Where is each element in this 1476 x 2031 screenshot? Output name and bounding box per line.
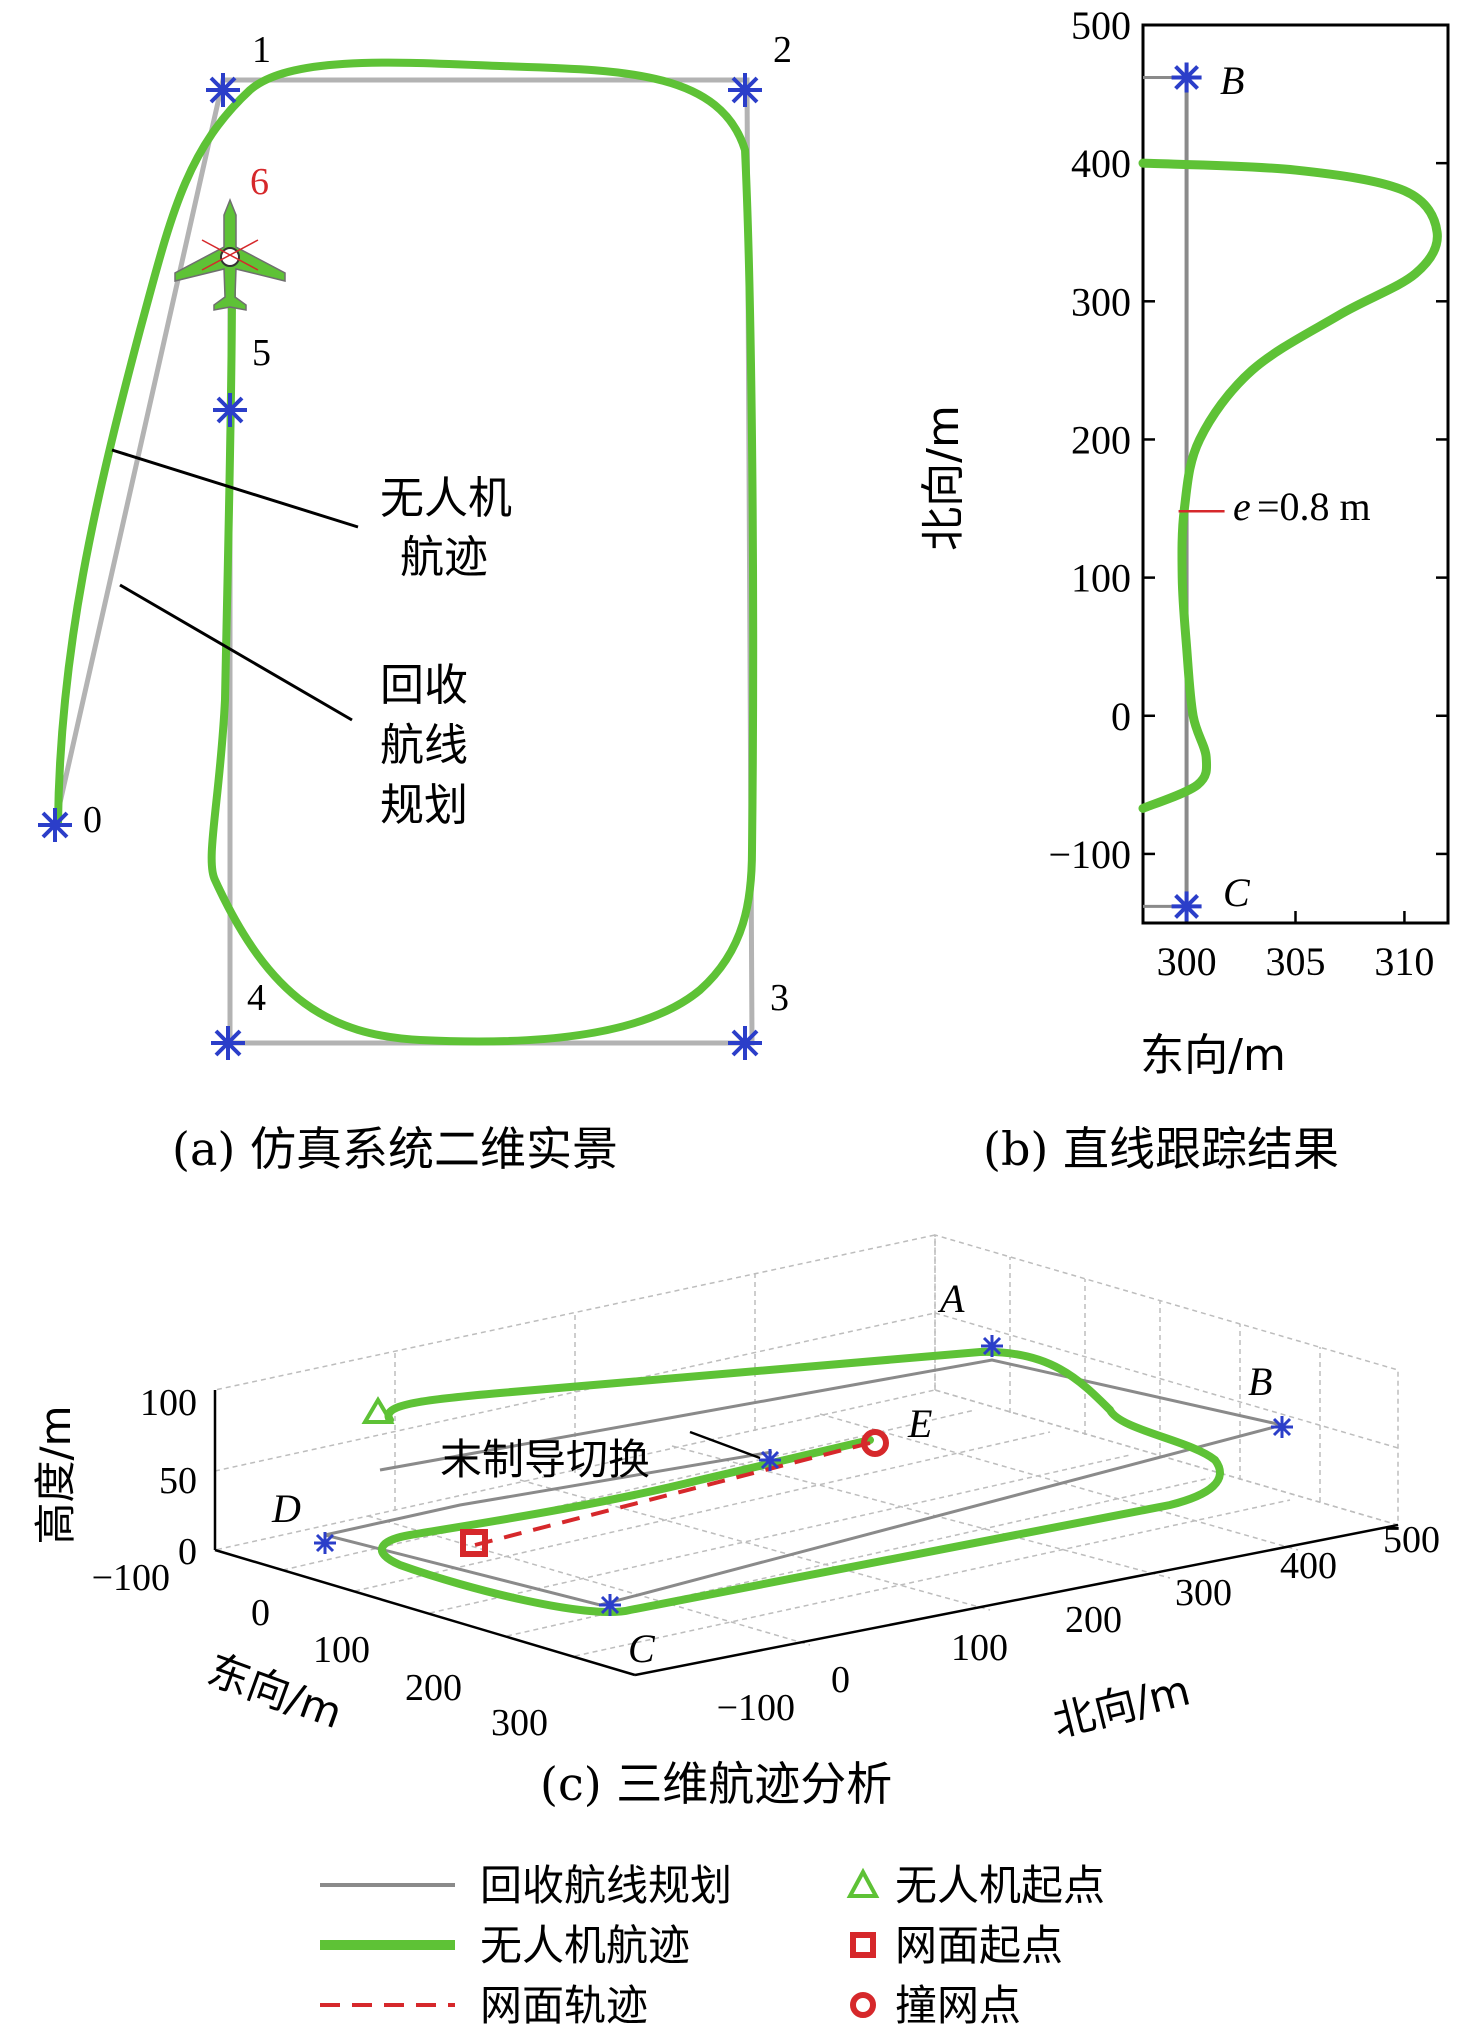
plan-annotation-leader bbox=[119, 583, 353, 722]
panel-b-axes: −100 0 100 200 300 400 500 300 305 310 bbox=[1048, 3, 1448, 984]
panel-b-ytick-label: 100 bbox=[1071, 556, 1131, 601]
error-label-value: =0.8 m bbox=[1257, 484, 1371, 529]
error-label-e: e bbox=[1233, 484, 1251, 529]
point-E-label: E bbox=[907, 1401, 932, 1446]
panel-b-ytick-label: 200 bbox=[1071, 417, 1131, 462]
point-C-label: C bbox=[1223, 870, 1251, 915]
panel-b-line-tracking: −100 0 100 200 300 400 500 300 305 310 e =0.8 m B… bbox=[918, 3, 1450, 1176]
waypoint-2-label: 2 bbox=[773, 29, 792, 71]
waypoint-6-label: 6 bbox=[250, 161, 269, 203]
uav-track-line bbox=[54, 58, 758, 1046]
waypoint-4-marker bbox=[209, 1024, 247, 1062]
z-tick-0: 0 bbox=[178, 1531, 197, 1573]
panel-b-xtick-label: 300 bbox=[1157, 939, 1217, 984]
legend-net-start-label: 网面起点 bbox=[895, 1921, 1063, 1970]
y-tick-m100: −100 bbox=[717, 1687, 795, 1729]
annotation-track-line1: 无人机 bbox=[380, 473, 512, 524]
uav-aircraft-icon bbox=[174, 197, 286, 311]
panel-b-track-line bbox=[1138, 158, 1442, 813]
annotation-track-line2: 航迹 bbox=[400, 532, 488, 583]
uav-start-marker bbox=[361, 1396, 395, 1424]
panel-c-3d-track: A B C D E 末制导切换 0 50 100 高度/m −100 0 100… bbox=[31, 1234, 1440, 1811]
point-C-label-3d: C bbox=[628, 1626, 656, 1671]
panel-c-caption: (c) 三维航迹分析 bbox=[540, 1757, 892, 1811]
legend-net-start-swatch bbox=[850, 1932, 876, 1958]
x-tick-200: 200 bbox=[405, 1667, 462, 1709]
point-B-label: B bbox=[1220, 58, 1244, 103]
waypoint-0-marker bbox=[36, 806, 74, 844]
panel-b-ytick-label: 0 bbox=[1111, 694, 1131, 739]
point-A-label: A bbox=[937, 1276, 965, 1321]
legend-hit-label: 撞网点 bbox=[895, 1981, 1021, 2030]
panel-b-xlabel: 东向/m bbox=[1140, 1030, 1286, 1081]
legend-hit-swatch bbox=[850, 1992, 876, 2018]
legend: 回收航线规划 无人机航迹 网面轨迹 无人机起点 网面起点 撞网点 bbox=[320, 1861, 1105, 2030]
switch-label: 末制导切换 bbox=[440, 1435, 650, 1484]
point-A-marker bbox=[979, 1333, 1005, 1359]
hit-point-marker bbox=[861, 1429, 889, 1457]
y-tick-300: 300 bbox=[1175, 1572, 1232, 1614]
panel-c-net-track bbox=[474, 1441, 871, 1547]
z-tick-100: 100 bbox=[140, 1382, 197, 1424]
panel-b-point-C-marker bbox=[1171, 891, 1202, 922]
waypoint-2-marker bbox=[726, 71, 764, 109]
y-tick-500: 500 bbox=[1383, 1519, 1440, 1561]
legend-uav-start-label: 无人机起点 bbox=[895, 1861, 1105, 1910]
legend-net-label: 网面轨迹 bbox=[480, 1981, 648, 2030]
panel-b-ylabel: 北向/m bbox=[918, 405, 969, 551]
panel-b-ytick-label: 500 bbox=[1071, 3, 1131, 48]
panel-c-zlabel: 高度/m bbox=[31, 1405, 80, 1544]
waypoint-3-label: 3 bbox=[770, 977, 789, 1019]
waypoint-1-label: 1 bbox=[252, 29, 271, 71]
point-D-marker bbox=[312, 1530, 338, 1556]
point-C-marker bbox=[597, 1592, 623, 1618]
legend-track-label: 无人机航迹 bbox=[480, 1921, 690, 1970]
annotation-plan-line3: 规划 bbox=[380, 780, 468, 831]
waypoint-4-label: 4 bbox=[247, 977, 266, 1019]
panel-b-ytick-label: 300 bbox=[1071, 279, 1131, 324]
panel-b-xtick-label: 310 bbox=[1374, 939, 1434, 984]
panel-b-xtick-label: 305 bbox=[1266, 939, 1326, 984]
panel-b-series bbox=[1138, 62, 1442, 922]
y-tick-100: 100 bbox=[951, 1627, 1008, 1669]
z-tick-50: 50 bbox=[159, 1460, 197, 1502]
point-D-label: D bbox=[271, 1486, 301, 1531]
panel-b-ytick-label: −100 bbox=[1048, 832, 1131, 877]
legend-plan-label: 回收航线规划 bbox=[480, 1861, 732, 1910]
waypoint-0-label: 0 bbox=[83, 799, 102, 841]
panel-b-point-B-marker bbox=[1171, 62, 1202, 93]
annotation-plan-line1: 回收 bbox=[380, 660, 468, 711]
switch-point-marker bbox=[757, 1447, 783, 1473]
y-tick-400: 400 bbox=[1280, 1545, 1337, 1587]
x-tick-m100: −100 bbox=[92, 1557, 170, 1599]
waypoint-5-label: 5 bbox=[252, 332, 271, 374]
panel-a-caption: (a) 仿真系统二维实景 bbox=[172, 1122, 618, 1176]
switch-leader bbox=[689, 1430, 761, 1460]
x-tick-0: 0 bbox=[251, 1592, 270, 1634]
panel-b-ytick-label: 400 bbox=[1071, 141, 1131, 186]
legend-uav-start-swatch bbox=[846, 1867, 880, 1898]
track-annotation-leader bbox=[111, 448, 359, 529]
annotation-plan-line2: 航线 bbox=[380, 720, 468, 771]
panel-c-uav-track bbox=[378, 1347, 1224, 1616]
waypoint-5-marker bbox=[211, 391, 249, 429]
net-start-marker bbox=[460, 1529, 488, 1557]
point-B-label-3d: B bbox=[1248, 1359, 1272, 1404]
y-tick-0: 0 bbox=[831, 1659, 850, 1701]
x-tick-300: 300 bbox=[491, 1702, 548, 1744]
panel-b-caption: (b) 直线跟踪结果 bbox=[983, 1122, 1339, 1176]
point-B-marker bbox=[1269, 1414, 1295, 1440]
y-tick-200: 200 bbox=[1065, 1599, 1122, 1641]
panel-c-ylabel: 北向/m bbox=[1048, 1665, 1195, 1746]
x-tick-100: 100 bbox=[313, 1629, 370, 1671]
waypoint-3-marker bbox=[726, 1024, 764, 1062]
waypoint-1-marker bbox=[204, 71, 242, 109]
panel-c-axis-lines bbox=[213, 1390, 1399, 1677]
panel-a-2d-view: 0 1 2 3 4 5 6 无人机 航迹 回收 航线 规划 (a) 仿真系统二维… bbox=[36, 29, 792, 1176]
